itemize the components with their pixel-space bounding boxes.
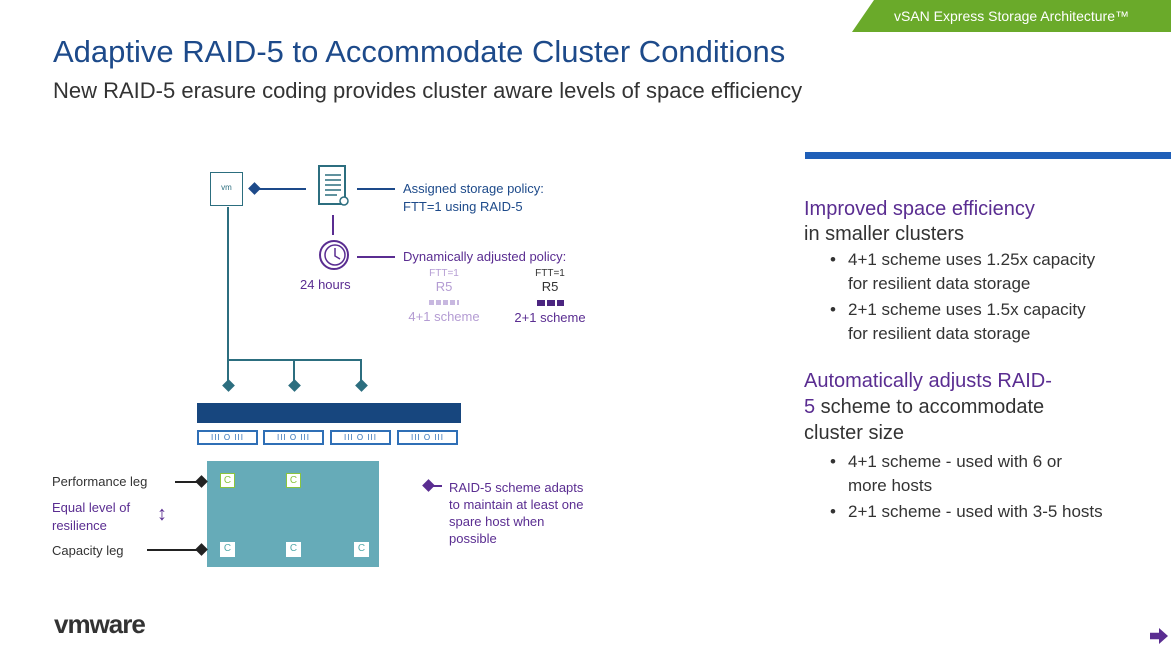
component-icon: C xyxy=(286,473,301,488)
connector xyxy=(357,188,395,190)
policy-document-icon xyxy=(318,165,349,206)
note-line: RAID-5 scheme adapts xyxy=(449,480,584,495)
benefits-panel: Improved space efficiency in smaller clu… xyxy=(804,198,1124,524)
component-icon: C xyxy=(354,542,369,557)
next-slide-arrow-icon[interactable] xyxy=(1150,628,1168,644)
clock-icon xyxy=(319,240,349,270)
diamond-marker xyxy=(355,379,368,392)
interval-label: 24 hours xyxy=(300,277,351,292)
product-banner: vSAN Express Storage Architecture™ xyxy=(852,0,1171,32)
host-icon: III O III xyxy=(330,430,391,445)
host-icon: III O III xyxy=(397,430,458,445)
resilience-label-2: resilience xyxy=(52,518,107,533)
benefit-text: in smaller clusters xyxy=(804,223,965,245)
diamond-marker xyxy=(195,475,208,488)
diamond-marker xyxy=(195,543,208,556)
connector xyxy=(227,207,229,361)
performance-leg-label: Performance leg xyxy=(52,474,148,489)
scheme-raid: R5 xyxy=(435,279,453,294)
accent-bar xyxy=(805,152,1171,159)
connector xyxy=(357,256,395,258)
diamond-marker xyxy=(288,379,301,392)
component-icon: C xyxy=(220,473,235,488)
connector xyxy=(332,215,334,235)
scheme-blocks xyxy=(536,300,564,306)
slide-subtitle: New RAID-5 erasure coding provides clust… xyxy=(53,78,803,103)
double-arrow-icon: ↕ xyxy=(157,503,167,525)
assigned-policy-label: Assigned storage policy: xyxy=(403,181,544,196)
note-line: to maintain at least one xyxy=(449,497,584,512)
component-icon: C xyxy=(220,542,235,557)
connector xyxy=(175,481,202,483)
note-line: possible xyxy=(449,531,497,546)
scheme-raid: R5 xyxy=(541,279,559,294)
capacity-leg-label: Capacity leg xyxy=(52,543,124,558)
heading-part: Automatically adjusts RAID- xyxy=(804,370,1052,392)
connector xyxy=(227,359,229,384)
slide-title: Adaptive RAID-5 to Accommodate Cluster C… xyxy=(53,34,786,69)
scheme-2-1: FTT=1 R5 2+1 scheme xyxy=(510,268,590,326)
scheme-label: 2+1 scheme xyxy=(514,310,586,325)
bullet-item: 2+1 scheme - used with 3-5 hosts xyxy=(804,500,1104,524)
diamond-marker xyxy=(222,379,235,392)
note-line: spare host when xyxy=(449,514,545,529)
component-icon: C xyxy=(286,542,301,557)
connector xyxy=(251,188,306,190)
host-icon: III O III xyxy=(197,430,258,445)
resilience-label-1: Equal level of xyxy=(52,500,131,515)
host-icon: III O III xyxy=(263,430,324,445)
scheme-4-1: FTT=1 R5 4+1 scheme xyxy=(404,268,484,325)
connector xyxy=(293,359,295,384)
scheme-ftt: FTT=1 xyxy=(429,268,459,279)
benefit-heading-2: Automatically adjusts RAID- 5 scheme to … xyxy=(804,368,1124,446)
benefit-heading: Improved space efficiency xyxy=(804,198,1035,220)
scheme-label: 4+1 scheme xyxy=(408,309,480,324)
bullet-item: 4+1 scheme - used with 6 or more hosts xyxy=(804,450,1104,498)
assigned-policy-value: FTT=1 using RAID-5 xyxy=(403,199,523,214)
diamond-marker xyxy=(248,182,261,195)
vmware-logo: vmware xyxy=(54,609,146,639)
connector xyxy=(360,359,362,384)
bullet-item: 4+1 scheme uses 1.25x capacity for resil… xyxy=(804,248,1104,296)
heading-part: 5 xyxy=(804,396,816,418)
cluster-bar xyxy=(197,403,461,423)
vm-icon: vm xyxy=(210,172,243,206)
connector xyxy=(147,549,202,551)
scheme-ftt: FTT=1 xyxy=(535,268,565,279)
dynamic-policy-label: Dynamically adjusted policy: xyxy=(403,249,567,264)
bullet-item: 2+1 scheme uses 1.5x capacity for resili… xyxy=(804,298,1104,346)
heading-text: scheme to accommodate xyxy=(815,396,1045,418)
scheme-blocks xyxy=(429,300,459,305)
heading-text: cluster size xyxy=(804,422,905,444)
connector xyxy=(428,485,442,487)
adapt-note: RAID-5 scheme adapts to maintain at leas… xyxy=(449,479,583,547)
